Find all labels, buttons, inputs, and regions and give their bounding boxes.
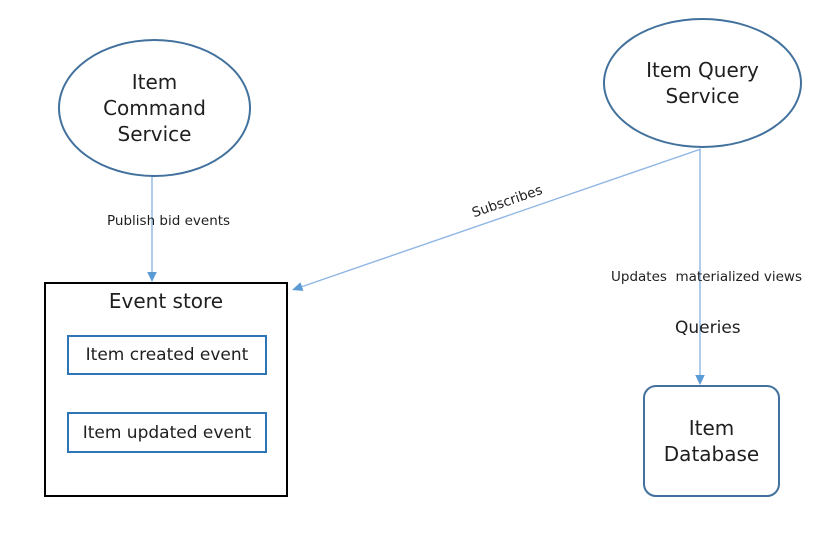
node-label-line: Item Query — [646, 58, 759, 82]
node-label-line: Item — [131, 70, 178, 94]
node-item-command-service: Item Command Service — [58, 39, 251, 177]
node-label-line: Database — [663, 442, 760, 466]
node-event-store: Event store Item created event Item upda… — [44, 282, 288, 497]
node-label-line: Service — [117, 122, 192, 146]
node-item-database: Item Database — [643, 385, 780, 497]
node-label-line: Item — [688, 416, 735, 440]
edge-label-updates: Updates materialized views — [611, 269, 802, 285]
node-label-line: Service — [665, 84, 740, 108]
event-item-label: Item updated event — [82, 422, 252, 443]
event-item-updated: Item updated event — [67, 412, 267, 453]
edge-label-queries: Queries — [675, 318, 741, 338]
node-item-query-service: Item Query Service — [603, 18, 802, 148]
event-item-label: Item created event — [85, 345, 249, 365]
event-item-created: Item created event — [67, 335, 267, 375]
node-label-line: Command — [103, 96, 206, 120]
queries-arrowhead-icon — [695, 375, 705, 385]
event-store-title: Event store — [108, 289, 224, 313]
publish-arrowhead-icon — [147, 272, 157, 282]
subscribes-arrowhead-icon — [292, 282, 304, 291]
edge-label-publish: Publish bid events — [107, 213, 231, 229]
subscribes-arrow-line — [301, 148, 702, 288]
